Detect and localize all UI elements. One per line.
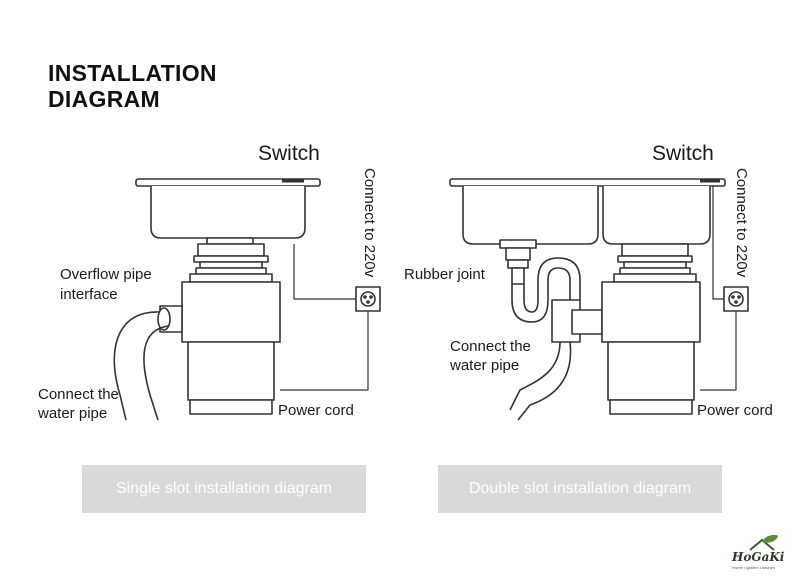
- brand-logo-subtitle: Home • garden • kitchen: [732, 565, 776, 570]
- single-disposer: [181, 237, 281, 415]
- single-power-cord: [280, 311, 369, 391]
- double-water-hose: [509, 341, 572, 421]
- single-overflow-label-1: Overflow pipe: [60, 266, 152, 283]
- single-overflow-fitting: [157, 305, 183, 333]
- double-sink: [449, 178, 726, 245]
- brand-logo: HoGaKi Home • garden • kitchen: [732, 534, 788, 578]
- single-water-hose: [113, 311, 169, 421]
- brand-logo-text: HoGaKi: [732, 550, 785, 564]
- double-s-trap: [511, 257, 603, 343]
- double-rubber-joint-label: Rubber joint: [404, 266, 485, 283]
- page-title: INSTALLATION DIAGRAM: [48, 60, 217, 112]
- single-power-socket: [355, 286, 381, 312]
- single-sink: [135, 178, 321, 239]
- single-connect-power-label: Connect to 220v: [361, 168, 378, 278]
- double-water-label-2: water pipe: [450, 357, 520, 374]
- double-power-cord-label: Power cord: [697, 402, 773, 419]
- double-caption: Double slot installation diagram: [438, 465, 722, 513]
- double-water-label-1: Connect the: [450, 338, 531, 355]
- single-water-label-1: Connect the: [38, 386, 119, 403]
- double-connect-power-label: Connect to 220v: [733, 168, 750, 278]
- title-line-2: DIAGRAM: [48, 86, 160, 112]
- single-switch-wire: [293, 244, 356, 300]
- title-line-1: INSTALLATION: [48, 60, 217, 86]
- double-power-cord: [700, 311, 737, 391]
- double-power-socket: [723, 286, 749, 312]
- single-switch-label: Switch: [258, 142, 320, 165]
- double-switch-wire: [712, 186, 724, 300]
- single-caption: Single slot installation diagram: [82, 465, 366, 513]
- house-leaf-icon: [749, 534, 778, 551]
- single-water-label-2: water pipe: [38, 405, 108, 422]
- double-drain-fitting: [499, 239, 537, 285]
- double-switch-label: Switch: [652, 142, 714, 165]
- single-power-cord-label: Power cord: [278, 402, 354, 419]
- single-overflow-label-2: interface: [60, 286, 118, 303]
- double-disposer: [601, 243, 701, 415]
